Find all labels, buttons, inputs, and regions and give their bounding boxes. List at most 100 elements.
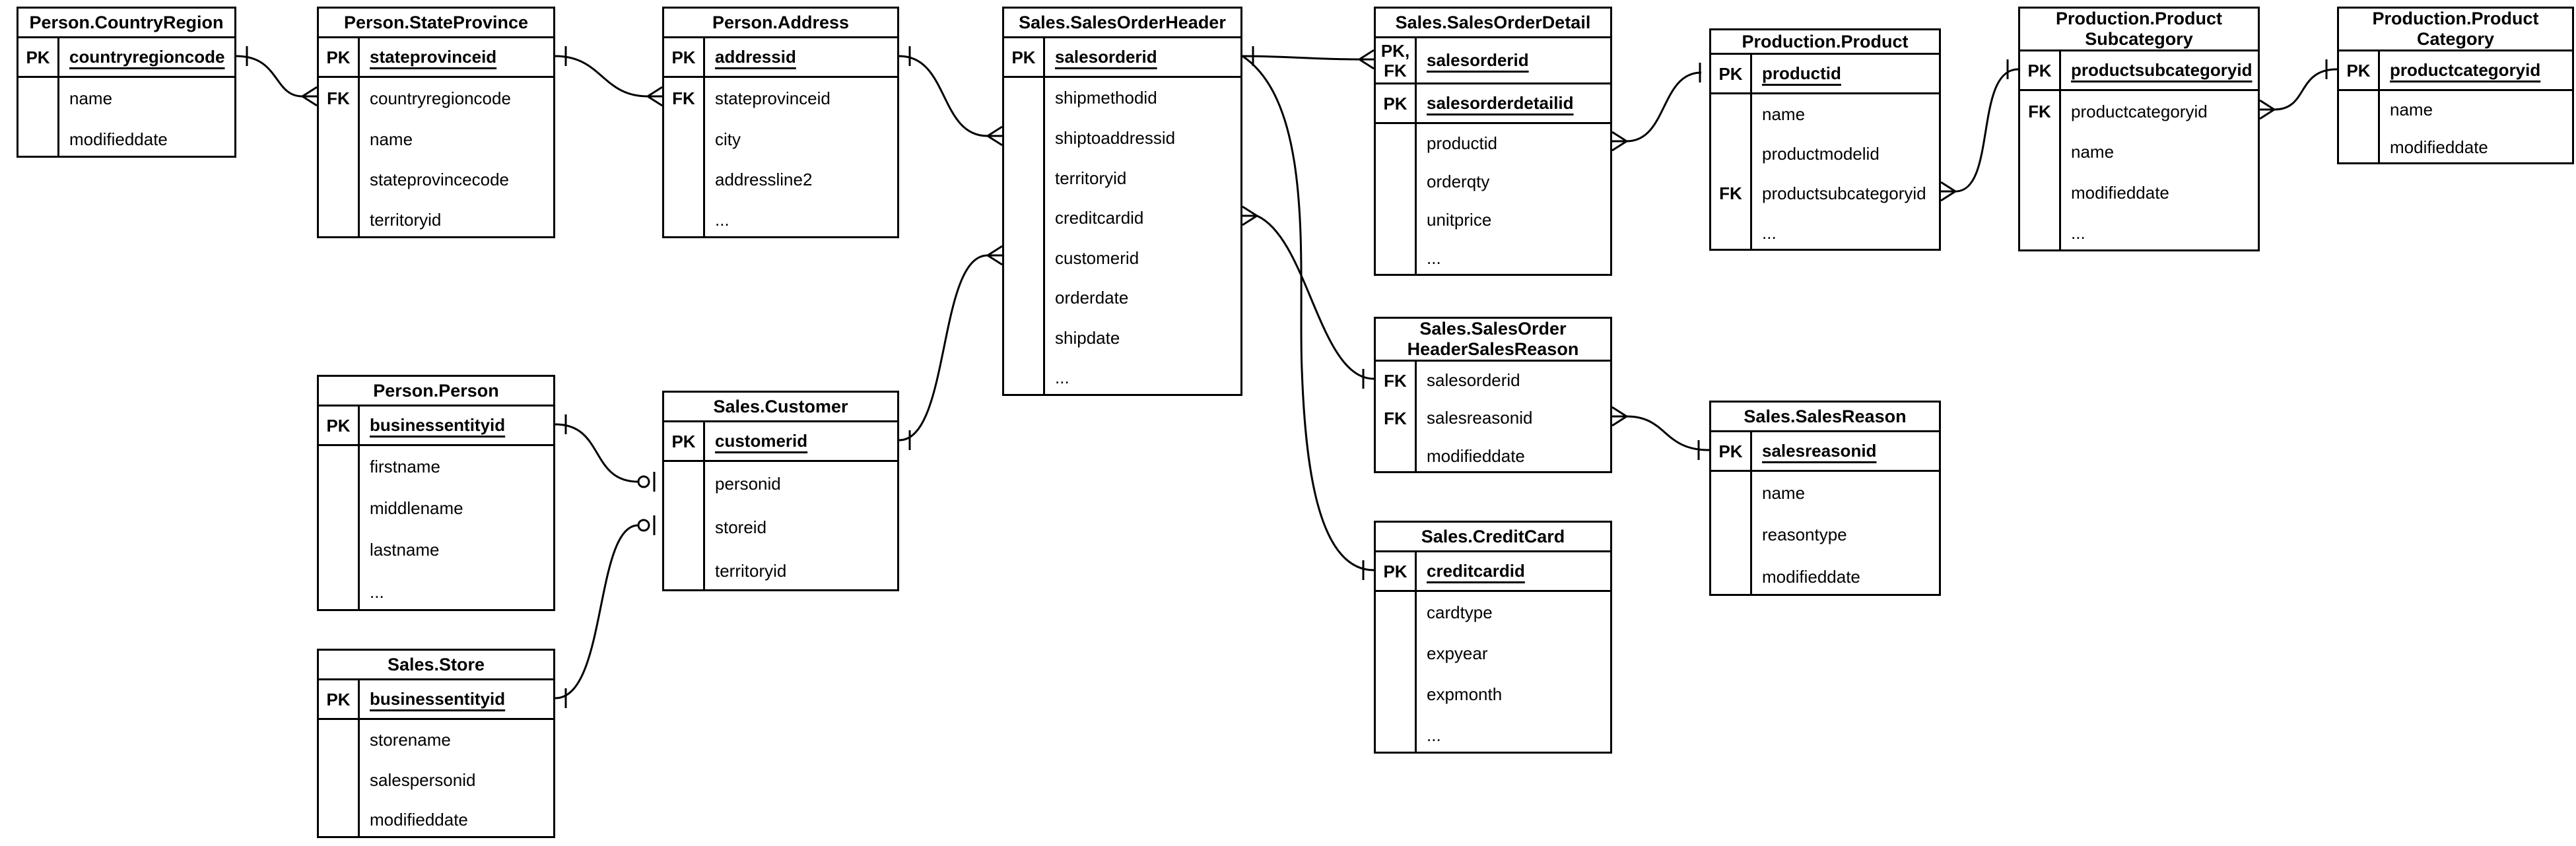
row-ellipsis: ... xyxy=(1004,358,1240,394)
person-customer-edge xyxy=(555,423,639,483)
column-name: modifieddate xyxy=(2071,182,2169,203)
column-name: ... xyxy=(370,581,384,602)
column-name: cardtype xyxy=(1427,602,1493,622)
key-label xyxy=(664,462,705,505)
column-name: ... xyxy=(1762,222,1777,243)
column-name: shipmethodid xyxy=(1055,88,1157,108)
headersalesreason-salesreason-cardinality-marker xyxy=(1611,415,1627,427)
key-label xyxy=(1376,239,1417,274)
column-name: name xyxy=(1762,482,1806,503)
key-label xyxy=(1004,198,1045,238)
column-name: modifieddate xyxy=(2390,137,2488,157)
countryregion-stateprovince-cardinality-marker xyxy=(302,95,318,107)
salesorderdetail-product-cardinality-marker xyxy=(1611,140,1627,152)
table-title: Person.Address xyxy=(664,9,897,38)
column-name: shiptoaddressid xyxy=(1055,128,1176,148)
row-modifieddate: modifieddate xyxy=(319,800,553,836)
key-label: PK xyxy=(1711,55,1752,92)
row-ellipsis: ... xyxy=(1376,715,1610,752)
row-expmonth: expmonth xyxy=(1376,674,1610,715)
key-label: FK xyxy=(1376,399,1417,437)
row-name: name xyxy=(18,78,234,119)
stateprovince-address-cardinality-marker xyxy=(647,95,663,107)
column-name: customerid xyxy=(1055,247,1139,268)
address-salesorderheader-cardinality-marker xyxy=(987,135,1003,146)
key-label xyxy=(319,571,360,609)
table-title: Person.StateProvince xyxy=(319,9,553,38)
row-productcategoryid: FK productcategoryid xyxy=(2020,91,2258,132)
column-name: productid xyxy=(1427,133,1497,153)
address-salesorderheader-edge xyxy=(898,55,988,137)
key-label xyxy=(1004,358,1045,394)
row-stateprovincecode: stateprovincecode xyxy=(319,160,553,200)
column-name: productsubcategoryid xyxy=(2071,60,2253,80)
key-label xyxy=(1004,118,1045,158)
column-name: unitprice xyxy=(1427,209,1492,230)
key-label: PK xyxy=(1376,84,1417,122)
key-label xyxy=(319,529,360,571)
salesorderheader-creditcard-edge xyxy=(1242,55,1374,571)
row-productid: productid xyxy=(1376,124,1610,162)
key-label xyxy=(2339,129,2380,162)
row-territoryid: territoryid xyxy=(1004,158,1240,198)
column-name: countryregioncode xyxy=(69,47,225,67)
column-name: name xyxy=(1762,104,1806,124)
table-title: Sales.Store xyxy=(319,651,553,680)
key-label xyxy=(319,760,360,800)
table-title: Production.Product Subcategory xyxy=(2020,9,2258,51)
key-label: FK xyxy=(2020,91,2061,132)
row-modifieddate: modifieddate xyxy=(1376,437,1610,471)
row-modifieddate: modifieddate xyxy=(2020,172,2258,213)
key-label xyxy=(2020,172,2061,213)
key-label xyxy=(1376,633,1417,674)
row-orderqty: orderqty xyxy=(1376,162,1610,201)
column-name: reasontype xyxy=(1762,525,1847,544)
key-label: PK xyxy=(1711,432,1752,470)
table-title: Person.Person xyxy=(319,377,553,407)
key-label xyxy=(1711,556,1752,594)
key-label xyxy=(1004,238,1045,278)
key-label xyxy=(2020,132,2061,172)
row-modifieddate: modifieddate xyxy=(18,119,234,156)
key-label xyxy=(1711,213,1752,249)
row-ellipsis: ... xyxy=(1711,213,1939,249)
key-label xyxy=(319,160,360,200)
column-name: customerid xyxy=(715,431,808,451)
column-name: addressid xyxy=(715,47,796,67)
address-salesorderheader-cardinality-marker xyxy=(987,125,1003,137)
key-label xyxy=(1004,278,1045,318)
key-label xyxy=(1711,94,1752,134)
key-label: FK xyxy=(1711,174,1752,213)
key-label xyxy=(319,800,360,836)
column-name: productcategoryid xyxy=(2071,101,2208,121)
key-label xyxy=(664,505,705,549)
product-productsubcategory-edge xyxy=(1955,68,2019,193)
column-name: name xyxy=(370,129,413,149)
row-shipmethodid: shipmethodid xyxy=(1004,78,1240,118)
headersalesreason-salesreason-cardinality-marker xyxy=(1611,406,1627,418)
key-label: PK xyxy=(664,422,705,460)
salesorderdetail-product-edge xyxy=(1626,71,1702,143)
key-label: PK xyxy=(2339,51,2380,89)
salesorderheader-headersalesreason-cardinality-marker xyxy=(1242,205,1258,217)
table-title: Sales.SalesOrder HeaderSalesReason xyxy=(1376,319,1610,362)
row-customerid: customerid xyxy=(1004,238,1240,278)
table-title: Sales.SalesOrderDetail xyxy=(1376,9,1610,38)
column-name: ... xyxy=(1427,248,1441,268)
key-label xyxy=(319,200,360,236)
key-label xyxy=(1376,674,1417,715)
table-title: Person.CountryRegion xyxy=(18,9,234,38)
column-name: creditcardid xyxy=(1427,561,1525,581)
key-label: FK xyxy=(319,78,360,119)
row-territoryid: territoryid xyxy=(319,200,553,236)
